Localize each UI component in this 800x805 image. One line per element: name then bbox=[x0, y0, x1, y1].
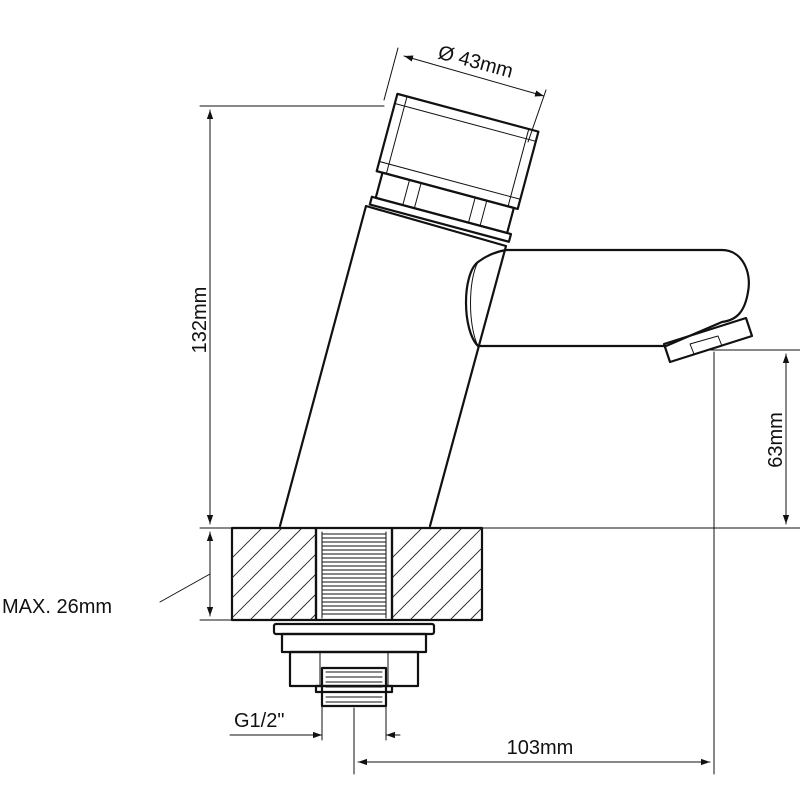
tap-body bbox=[278, 204, 754, 528]
total-height-label: 132mm bbox=[189, 287, 211, 354]
push-button-head bbox=[368, 92, 540, 243]
dimension-button-diameter bbox=[383, 47, 547, 143]
deck-hatch-right bbox=[392, 528, 482, 620]
dimension-thread-size bbox=[229, 705, 401, 741]
dimension-spout-height bbox=[709, 349, 800, 525]
threaded-shank bbox=[314, 526, 394, 622]
aerator bbox=[662, 316, 754, 364]
dimension-deck-thickness bbox=[159, 531, 214, 617]
deck-section bbox=[199, 526, 800, 622]
deck-hatch-left bbox=[232, 528, 316, 620]
thread-size-label: G1/2" bbox=[234, 710, 284, 732]
connector-thread bbox=[320, 666, 388, 708]
spout-reach-label: 103mm bbox=[507, 737, 574, 759]
dimension-total-height bbox=[199, 105, 385, 525]
deck-thickness-label: MAX. 26mm bbox=[2, 596, 112, 618]
dimension-spout-reach bbox=[353, 351, 715, 775]
spout-height-label: 63mm bbox=[765, 412, 787, 468]
